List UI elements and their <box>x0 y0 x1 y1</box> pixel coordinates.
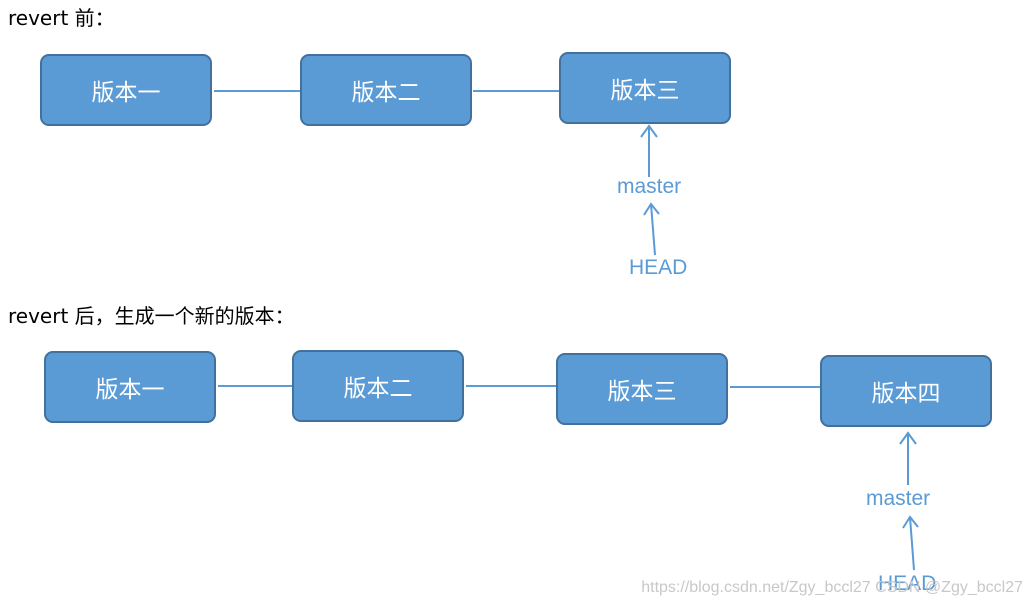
after-branch-label: master <box>866 487 931 510</box>
after-link-1-2 <box>218 385 292 387</box>
after-version-3: 版本三 <box>556 353 728 425</box>
after-link-2-3 <box>466 385 556 387</box>
after-link-3-4 <box>730 386 820 388</box>
before-head-label: HEAD <box>629 256 688 279</box>
after-version-2: 版本二 <box>292 350 464 422</box>
before-link-1-2 <box>214 90 300 92</box>
before-heading: revert 前： <box>8 6 115 30</box>
before-link-2-3 <box>473 90 559 92</box>
before-version-1: 版本一 <box>40 54 212 126</box>
after-head-label: HEAD <box>878 572 937 595</box>
after-head-arrow <box>902 515 919 571</box>
after-master-arrow <box>899 431 917 485</box>
watermark: https://blog.csdn.net/Zgy_bccl27 CSDN @Z… <box>641 579 1023 596</box>
before-head-arrow <box>643 202 660 256</box>
after-version-4: 版本四 <box>820 355 992 427</box>
after-version-1: 版本一 <box>44 351 216 423</box>
after-heading: revert 后，生成一个新的版本： <box>8 304 295 328</box>
before-version-2: 版本二 <box>300 54 472 126</box>
before-master-arrow <box>640 124 658 177</box>
before-version-3: 版本三 <box>559 52 731 124</box>
before-branch-label: master <box>617 175 682 198</box>
